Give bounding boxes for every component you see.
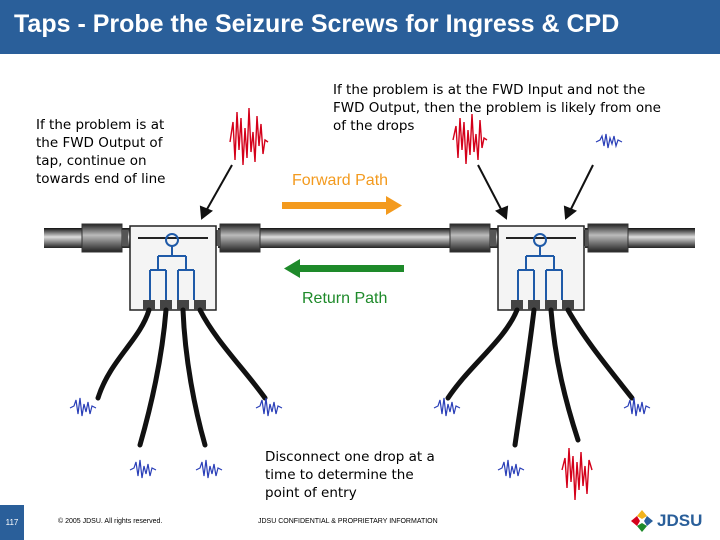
cpd-signal-icon: [69, 133, 651, 479]
page-title: Taps - Probe the Seizure Screws for Ingr…: [14, 10, 620, 38]
forward-path-label: Forward Path: [292, 172, 389, 189]
footer: [0, 505, 720, 540]
note-fwd-input: If the problem is at the FWD Input and n…: [333, 82, 661, 134]
return-arrow: [284, 259, 404, 278]
confidential-notice: JDSU CONFIDENTIAL & PROPRIETARY INFORMAT…: [258, 518, 438, 525]
title-bar: Taps - Probe the Seizure Screws for Ingr…: [0, 0, 720, 54]
tap-left: [129, 225, 217, 311]
drop-cables-right: [445, 307, 635, 448]
drop-cables-left: [95, 307, 268, 448]
page-number: 117: [0, 505, 24, 540]
hardline-cable: [44, 223, 695, 253]
jdsu-logo-icon: [631, 510, 653, 532]
pointer-arrows: [199, 164, 594, 220]
note-disconnect: Disconnect one drop at a time to determi…: [265, 449, 435, 501]
jdsu-logo-text: JDSU: [657, 511, 703, 530]
ingress-signal-icon: [229, 107, 593, 501]
note-fwd-output: If the problem is at the FWD Output of t…: [36, 117, 166, 187]
tap-right: [497, 225, 585, 311]
copyright: © 2005 JDSU. All rights reserved.: [58, 518, 163, 525]
forward-arrow: [282, 196, 402, 215]
return-path-label: Return Path: [302, 290, 388, 307]
